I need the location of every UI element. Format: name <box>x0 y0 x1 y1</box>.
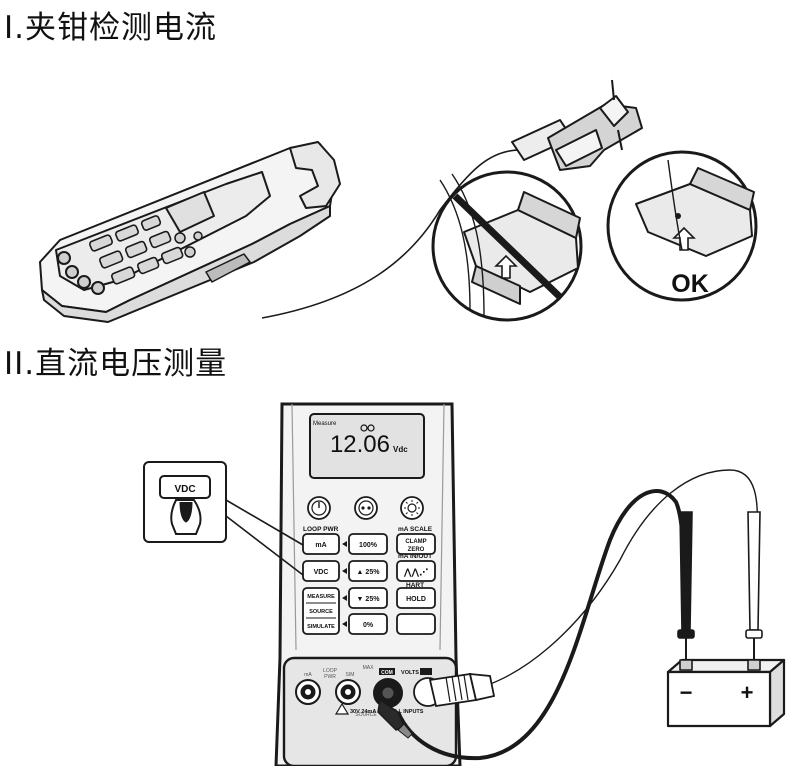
group-label-ma-scale: mA SCALE <box>398 526 433 533</box>
clamp-label: CLAMP <box>405 539 426 545</box>
display-mode-label: Measure <box>313 421 337 427</box>
group-label-ma-inout: mA IN/OUT <box>398 553 432 560</box>
prohibited-slash-icon <box>452 193 564 301</box>
ma-button[interactable] <box>302 533 340 555</box>
battery-plus-label: + <box>741 680 754 705</box>
clamp-probe <box>511 79 643 171</box>
waveform-button[interactable] <box>396 560 436 582</box>
0-percent-label: 0% <box>363 622 374 629</box>
group-label-loop-pwr: LOOP PWR <box>303 526 339 533</box>
clamp-meter-device <box>39 141 341 323</box>
down-25-label: ▼ 25% <box>357 596 381 603</box>
blank-button[interactable] <box>396 613 436 635</box>
ma-button-label: mA <box>315 542 326 549</box>
battery: − + <box>666 658 786 728</box>
black-probe <box>677 511 695 664</box>
red-probe <box>745 511 763 664</box>
callout-vdc-label: VDC <box>174 484 195 495</box>
arrow-up-icon <box>494 254 518 279</box>
100-percent-button[interactable] <box>348 533 388 555</box>
down-25-percent-button[interactable] <box>348 587 388 609</box>
0-percent-button[interactable] <box>348 613 388 635</box>
jack-label-sim: SIM <box>346 672 355 678</box>
group-label-hart: HART <box>406 582 424 589</box>
jack-label-com: COM <box>381 670 393 676</box>
process-meter-body <box>274 402 462 766</box>
wrong-clamp-usage-illustration <box>431 170 583 322</box>
warning-triangle-icon <box>334 702 350 715</box>
section-title-clamp-check: I.夹钳检测电流 <box>4 10 217 46</box>
ok-label: OK <box>671 270 709 298</box>
source-label: SOURCE <box>309 609 333 615</box>
measure-label: MEASURE <box>307 594 335 600</box>
jack-label-ma: mA <box>304 672 312 678</box>
display-unit: Vdc <box>393 445 408 454</box>
battery-minus-label: − <box>680 680 693 705</box>
clamp-probe-cable <box>261 149 521 319</box>
simulate-label: SIMULATE <box>307 624 335 630</box>
jack-label-volts: VOLTS <box>401 670 419 676</box>
sun-icon <box>404 500 420 516</box>
correct-clamp-usage-illustration: OK <box>606 150 758 302</box>
power-button[interactable] <box>307 496 331 520</box>
waveform-label: ⋀⋀⋰ <box>404 567 428 577</box>
input-jacks: mA LOOP PWR SIM MAX SOURCE COM VOLTS <box>295 665 432 718</box>
jack-label-loop: LOOP <box>323 668 338 674</box>
black-lead-plug <box>373 678 413 739</box>
hold-button[interactable] <box>396 587 436 609</box>
100-percent-label: 100% <box>359 542 378 549</box>
battery-positive-terminal <box>747 659 761 671</box>
red-lead-plug <box>413 672 496 708</box>
jack-label-pwr: PWR <box>324 674 336 680</box>
meter-display: Measure 12.06 Vdc <box>309 413 425 479</box>
backlight-button[interactable] <box>400 496 424 520</box>
display-reading: 12.06 <box>330 431 390 458</box>
clamp-zero-button[interactable] <box>396 533 436 555</box>
up-25-percent-button[interactable] <box>348 560 388 582</box>
hart-indicator-icon <box>360 424 375 432</box>
battery-negative-terminal <box>679 659 693 671</box>
vdc-button[interactable] <box>302 560 340 582</box>
vdc-button-label: VDC <box>314 569 329 576</box>
vdc-callout: VDC <box>143 461 304 576</box>
hart-button[interactable] <box>354 496 378 520</box>
mode-select-button[interactable] <box>302 587 340 635</box>
jack-label-max: MAX <box>363 665 375 671</box>
jack-label-source: SOURCE <box>355 712 377 718</box>
zero-label: ZERO <box>408 547 425 553</box>
up-25-label: ▲ 25% <box>357 569 381 576</box>
hold-label: HOLD <box>406 596 426 603</box>
section-title-dc-voltage: II.直流电压测量 <box>4 346 228 382</box>
red-test-lead-cable <box>469 469 759 691</box>
